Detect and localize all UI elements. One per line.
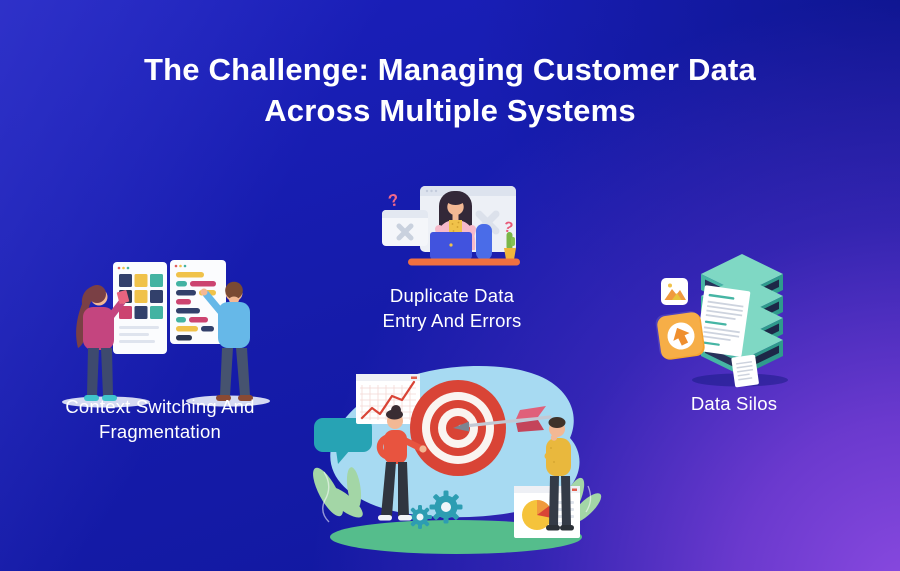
kanban-board-icon (113, 262, 167, 354)
title-line-2: Across Multiple Systems (264, 93, 636, 128)
question-mark-icon: ? (386, 190, 401, 211)
caption-line: Entry And Errors (382, 310, 522, 331)
person-man-thinking-icon (544, 417, 574, 531)
person-woman-pointing-icon (376, 405, 427, 521)
shadow-ellipse (62, 396, 150, 408)
caption-line: Duplicate Data (389, 285, 515, 306)
person-man-icon (200, 281, 253, 401)
upload-icon (655, 311, 705, 360)
small-document-icon (731, 354, 759, 388)
caption-duplicate-data: Duplicate Data Entry And Errors (352, 283, 552, 333)
data-silos-illustration (655, 254, 788, 388)
question-mark-icon: ? (502, 218, 515, 237)
context-switching-illustration (62, 260, 270, 408)
document-icon (696, 285, 751, 357)
caption-context-switching: Context Switching And Fragmentation (40, 394, 280, 444)
person-woman-icon (76, 285, 130, 401)
speech-bubble-icon (314, 418, 372, 464)
task-board-icon (170, 260, 226, 344)
x-mark-icon (396, 223, 414, 241)
plant-icon (313, 467, 363, 523)
line-chart-icon (356, 374, 420, 424)
caption-line: Fragmentation (99, 421, 221, 442)
cactus-icon (504, 232, 516, 259)
title-line-1: The Challenge: Managing Customer Data (144, 52, 756, 87)
caption-line: Context Switching And (65, 396, 255, 417)
duplicate-data-illustration: ? ? (382, 186, 520, 266)
caption-data-silos: Data Silos (654, 391, 814, 416)
desk (408, 258, 520, 266)
image-file-icon (661, 278, 688, 305)
caption-line: Data Silos (690, 393, 778, 414)
page-title: The Challenge: Managing Customer Data Ac… (0, 49, 900, 131)
error-card-icon (382, 210, 428, 246)
laptop-icon (430, 232, 472, 259)
target-goal-illustration (313, 365, 602, 554)
dart-icon (453, 406, 552, 432)
chair-icon (476, 224, 492, 260)
